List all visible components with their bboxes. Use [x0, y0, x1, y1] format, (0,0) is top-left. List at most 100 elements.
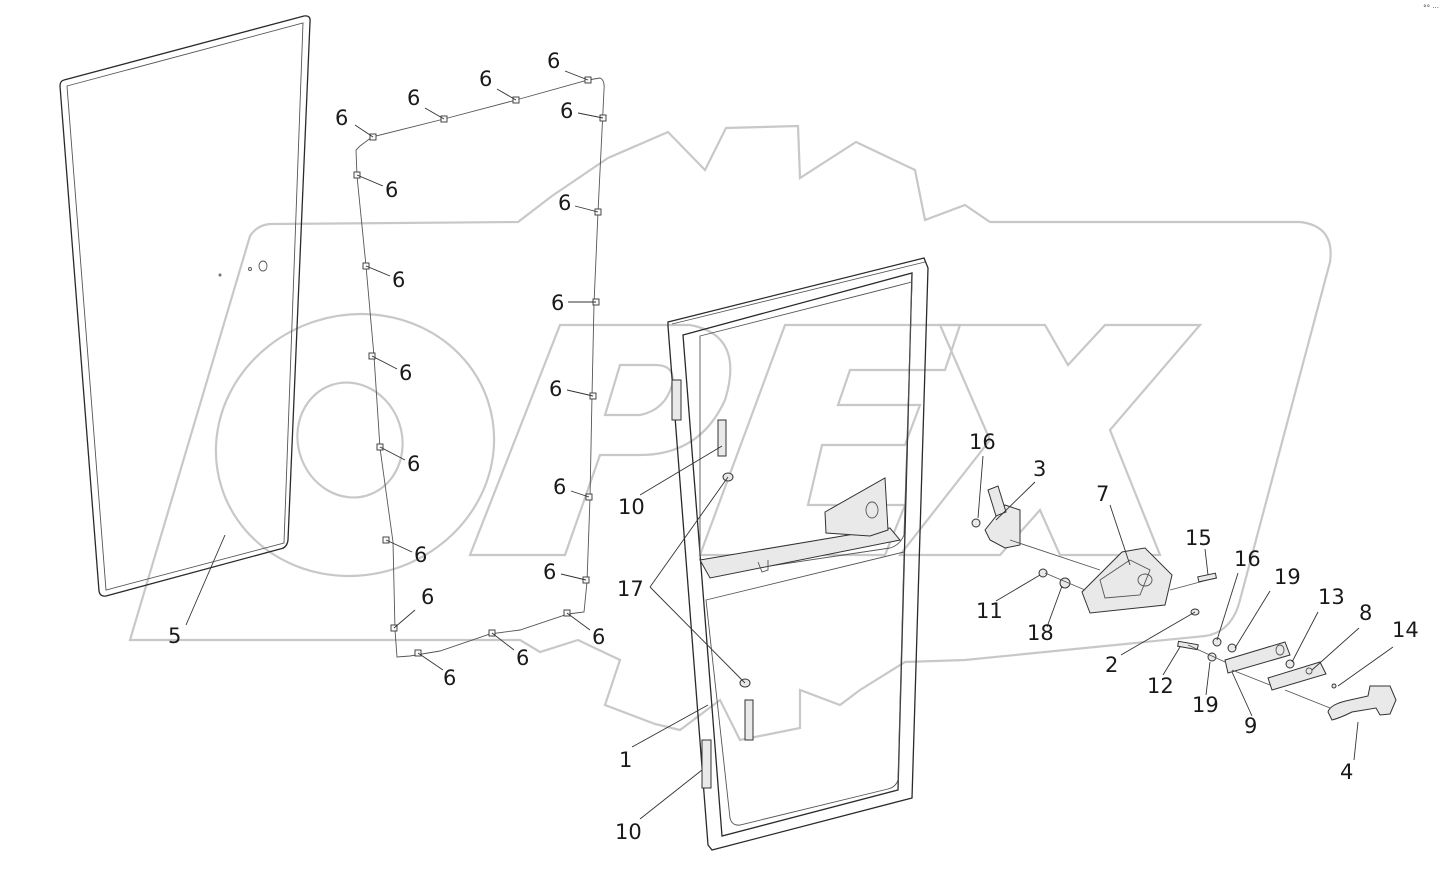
glass-panel-part-5 — [59, 15, 311, 597]
screw-part-14 — [1331, 683, 1337, 689]
door-crossbar — [699, 527, 901, 579]
callout-number: 14 — [1392, 618, 1419, 642]
latch-bracket-tab — [757, 560, 769, 573]
lock-housing-part-7 — [1081, 547, 1173, 614]
washer-part-19b — [1227, 643, 1237, 653]
leader-line — [1120, 611, 1196, 656]
plate-part-8-hole — [1305, 667, 1313, 675]
watermark-letter-o-inner — [296, 381, 404, 499]
callout-number: 6 — [549, 377, 562, 401]
leader-line — [371, 355, 398, 370]
callout-number: 4 — [1340, 760, 1353, 784]
callout-number: 15 — [1185, 526, 1212, 550]
leader-line — [1109, 504, 1131, 566]
callout-number: 6 — [516, 646, 529, 670]
callout-number: 16 — [1234, 547, 1261, 571]
hinge-upper — [671, 379, 682, 421]
leader-line — [1162, 646, 1181, 676]
callout-number: 10 — [618, 495, 645, 519]
leader-line — [385, 539, 413, 553]
callout-number: 7 — [1096, 482, 1109, 506]
leader-line — [566, 389, 594, 397]
glass-panel-inner-edge — [66, 22, 304, 591]
callout-number: 10 — [615, 820, 642, 844]
glass-panel-outline — [59, 15, 311, 597]
leader-line — [356, 174, 384, 187]
leader-line — [649, 476, 729, 588]
callout-number: 6 — [479, 67, 492, 91]
hinge-lower — [701, 739, 712, 789]
leader-line — [365, 265, 391, 277]
callout-number: 6 — [407, 86, 420, 110]
glass-panel-dot-2 — [218, 273, 222, 277]
leader-line — [566, 612, 591, 631]
corner-mark: °° ··· — [1423, 4, 1439, 12]
lock-part-3 — [984, 504, 1021, 549]
leader-line — [1046, 585, 1063, 628]
callout-number: 2 — [1105, 653, 1118, 677]
callout-number: 19 — [1274, 565, 1301, 589]
lock-mechanism — [971, 485, 1216, 616]
plate-part-9-hole — [1275, 644, 1285, 656]
nut-part-16 — [1212, 637, 1222, 647]
door-frame-edge — [671, 261, 926, 826]
lock-lever — [987, 485, 1007, 517]
leader-line — [995, 481, 1036, 521]
leader-line — [560, 573, 587, 581]
leader-line — [1234, 590, 1271, 649]
leader-line — [1311, 627, 1360, 671]
leader-line — [1291, 611, 1319, 663]
glass-panel-hole — [258, 260, 268, 272]
leader-line — [649, 586, 746, 684]
leader-line — [379, 446, 406, 461]
callout-number: 6 — [443, 666, 456, 690]
watermark-gear-outline — [128, 124, 1332, 742]
callout-number: 1 — [619, 748, 632, 772]
callout-number: 6 — [335, 106, 348, 130]
callout-number: 16 — [969, 430, 996, 454]
leader-line — [639, 445, 723, 496]
door-handle-part-4 — [1327, 685, 1397, 721]
leader-line — [424, 107, 445, 120]
callout-number: 8 — [1359, 601, 1372, 625]
hinge-pin-lower — [744, 699, 754, 741]
leader-line — [570, 490, 590, 498]
watermark-letter-o-outer — [214, 312, 496, 578]
latch-bracket — [824, 477, 889, 537]
lock-bolt-16 — [971, 518, 981, 528]
leader-line — [1231, 671, 1253, 717]
callout-number: 6 — [385, 178, 398, 202]
callout-number: 6 — [414, 543, 427, 567]
callout-number: 19 — [1192, 693, 1219, 717]
leader-line — [393, 609, 416, 629]
handle-assembly-axis — [1187, 644, 1331, 709]
latch-bracket-hole — [865, 501, 879, 519]
lock-housing-cavity — [1099, 559, 1151, 599]
seal-gasket-path — [355, 77, 605, 658]
leader-line — [1205, 661, 1211, 696]
callout-number: 6 — [558, 191, 571, 215]
leader-line — [1216, 572, 1239, 641]
leader-lines — [185, 70, 1394, 820]
leader-line — [1353, 721, 1359, 761]
handle-assembly — [1177, 572, 1397, 721]
callout-number: 5 — [168, 624, 181, 648]
callout-number: 6 — [553, 475, 566, 499]
door-frame-part-1 — [667, 257, 929, 851]
leader-line — [1204, 548, 1209, 576]
leader-line — [185, 534, 226, 626]
lock-housing-hole — [1137, 573, 1153, 587]
bolt-part-15 — [1197, 572, 1218, 583]
leader-line — [417, 652, 444, 671]
callout-number: 6 — [547, 49, 560, 73]
callout-number: 6 — [407, 452, 420, 476]
watermark-logo — [128, 124, 1332, 742]
callout-number: 18 — [1027, 621, 1054, 645]
leader-line — [564, 70, 589, 81]
glass-panel-dot-1 — [248, 267, 252, 271]
callout-number: 6 — [592, 625, 605, 649]
callout-number: 6 — [560, 99, 573, 123]
leader-line — [354, 124, 374, 138]
bolt-part-11 — [1038, 568, 1048, 578]
